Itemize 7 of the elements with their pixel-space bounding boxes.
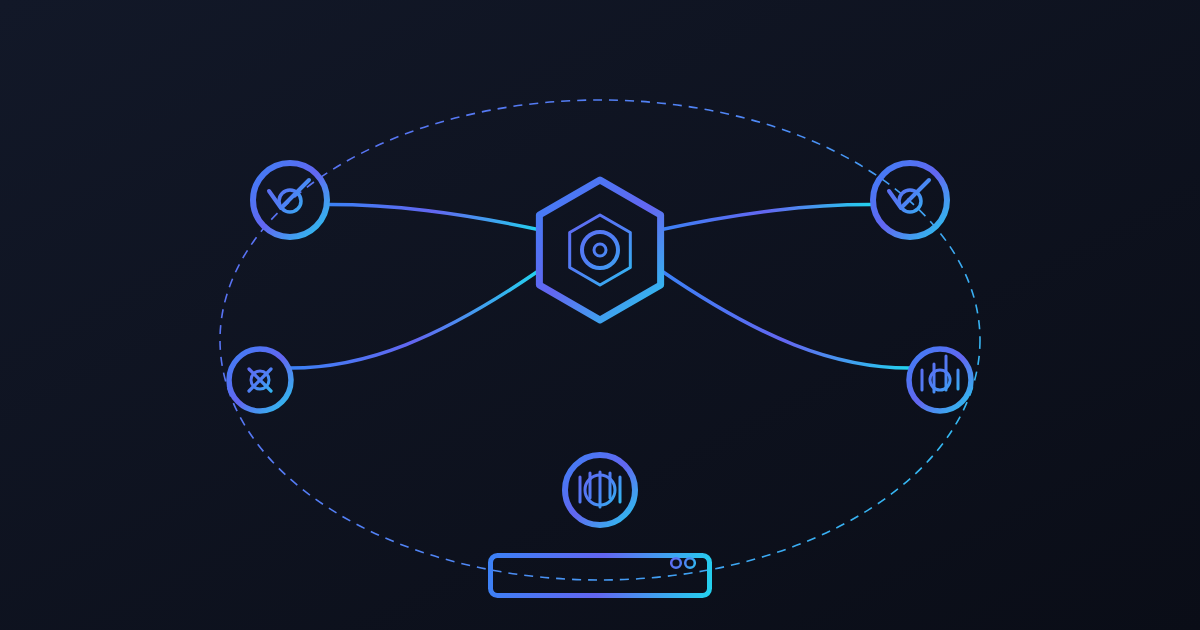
- ring-node: [250, 160, 330, 240]
- ring-node: [562, 452, 638, 528]
- device-box: [488, 553, 712, 598]
- ring-node: [226, 346, 294, 414]
- ring-node: [906, 346, 974, 414]
- hexagon-hub: [535, 176, 665, 324]
- ring-node: [870, 160, 950, 240]
